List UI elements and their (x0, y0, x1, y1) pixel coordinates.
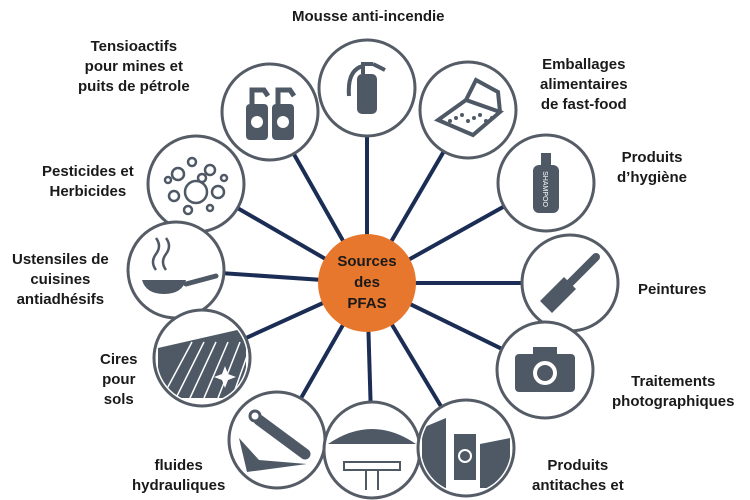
node-ring (126, 220, 226, 320)
source-nodes: SHAMPOO (126, 38, 620, 500)
camera-icon (515, 347, 575, 392)
source-node-acier (322, 400, 422, 500)
label-line: photographiques (612, 393, 735, 410)
icon-clip (540, 253, 600, 313)
bubbles-icon (163, 156, 229, 216)
icon-clip (433, 77, 504, 138)
icon-clip: SHAMPOO (533, 153, 559, 213)
label-pesticides: Pesticides et Herbicides (42, 162, 134, 202)
label-line: pour (102, 371, 136, 388)
node-ring (220, 62, 320, 162)
pizza-box-icon (433, 77, 504, 138)
center-circle (318, 234, 416, 332)
label-fluides: fluides hydrauliques (132, 456, 225, 496)
icon-clip (142, 237, 219, 294)
icon-clip (246, 87, 297, 140)
source-node-ustensiles (126, 220, 226, 320)
label-antitaches: Produits antitaches et (532, 456, 624, 496)
label-emballages: Emballages alimentaires de fast-food (540, 55, 628, 115)
source-node-photo (495, 320, 595, 420)
source-node-antitaches (416, 398, 516, 498)
source-node-cires (152, 308, 252, 408)
label-line: antiadhésifs (16, 291, 105, 308)
label-line: pour mines et (84, 58, 184, 75)
node-ring (418, 60, 518, 160)
label-ustensiles: Ustensiles de cuisines antiadhésifs (12, 250, 109, 310)
source-node-pesticides (146, 134, 246, 234)
source-node-fluides (227, 390, 327, 490)
label-line: Mousse anti-incendie (292, 8, 445, 25)
label-tensioactifs: Tensioactifs pour mines et puits de pétrol… (78, 37, 190, 97)
frying-pan-icon (142, 237, 219, 294)
shampoo-bottle-icon: SHAMPOO (533, 153, 559, 213)
label-line: puits de pétrole (78, 78, 190, 95)
source-node-emballages (418, 60, 518, 160)
hydraulic-piston-icon (239, 409, 311, 472)
center-label-2: des (354, 274, 380, 291)
icon-clip (515, 347, 575, 392)
center-label-3: PFAS (347, 295, 386, 312)
label-line: Tensioactifs (90, 38, 178, 55)
label-line: Herbicides (49, 183, 127, 200)
svg-text:SHAMPOO: SHAMPOO (541, 171, 548, 207)
label-line: de fast-food (540, 96, 627, 113)
label-cires: Cires pour sols (100, 350, 138, 410)
label-line: Peintures (638, 281, 707, 298)
steel-beam-icon (328, 429, 416, 490)
label-line: Pesticides et (42, 163, 134, 180)
icon-clip (163, 156, 229, 216)
label-line: Cires (100, 351, 138, 368)
label-line: fluides (154, 457, 203, 474)
label-line: Produits (621, 149, 683, 166)
label-line: hydrauliques (132, 477, 226, 494)
icon-clip (239, 409, 311, 472)
label-peintures: Peintures (638, 280, 706, 300)
paintbrush-icon (540, 253, 600, 313)
label-line: Emballages (542, 56, 626, 73)
source-node-tensioactifs (220, 62, 320, 162)
source-node-peintures (520, 233, 620, 333)
spray-bottles-icon (246, 87, 297, 140)
icon-clip (328, 429, 416, 490)
label-photo: Traitements photographiques (612, 372, 735, 412)
source-node-mousse (317, 38, 417, 138)
label-line: Produits (547, 457, 609, 474)
fire-extinguisher-icon (346, 62, 386, 114)
label-line: Traitements (631, 373, 716, 390)
label-mousse: Mousse anti-incendie (292, 7, 445, 27)
label-line: sols (103, 391, 134, 408)
label-line: antitaches et (532, 477, 624, 494)
label-hygiene: Produits d’hygiène (617, 148, 687, 188)
center-node: Sources des PFAS (318, 234, 416, 332)
label-line: cuisines (30, 271, 91, 288)
center-label-1: Sources (337, 253, 396, 270)
label-line: Ustensiles de (12, 251, 109, 268)
label-line: d’hygiène (617, 169, 688, 186)
node-ring (146, 134, 246, 234)
source-node-hygiene: SHAMPOO (496, 133, 596, 233)
node-ring (322, 400, 422, 500)
label-line: alimentaires (540, 76, 628, 93)
icon-clip (346, 62, 386, 114)
